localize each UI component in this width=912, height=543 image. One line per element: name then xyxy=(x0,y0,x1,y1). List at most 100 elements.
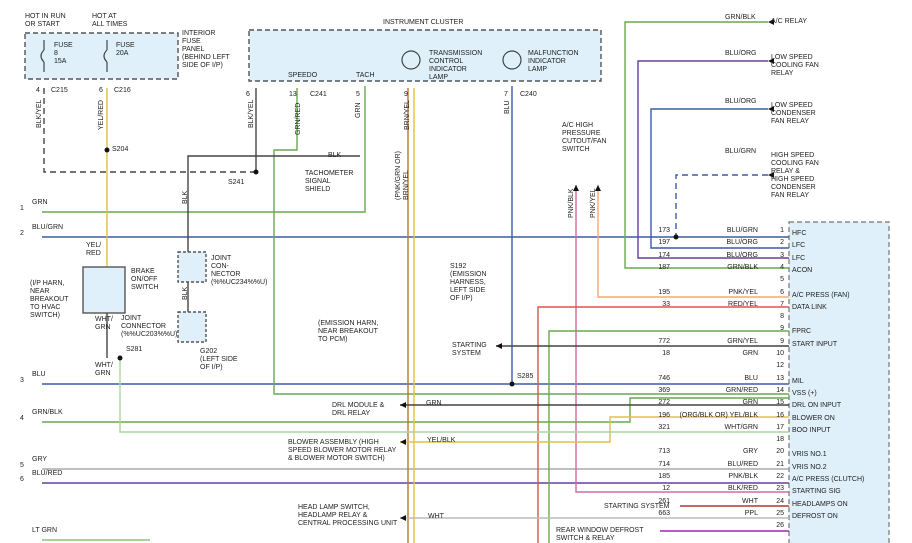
wire-pnk-blk xyxy=(575,185,789,493)
g202-label: G202 (LEFT SIDE OF I/P) xyxy=(200,348,238,371)
splice-s204 xyxy=(104,147,110,153)
connector-c215: C215 xyxy=(51,87,68,94)
pcm-function: LFC xyxy=(792,254,806,262)
wire-blk-yel-c215 xyxy=(43,88,258,173)
arrow-low-fan xyxy=(768,58,774,64)
pcm-pin-number: 3 xyxy=(780,251,784,259)
pcm-pin-number: 7 xyxy=(780,300,784,308)
pcm-wire: WHT xyxy=(742,497,758,505)
joint-connector-2-label: JOINT CONNECTOR (%%UC203%%U) xyxy=(121,315,178,338)
arrow-pnk-blk xyxy=(573,185,579,191)
pcm-wire: GRN xyxy=(742,350,758,357)
brake-switch-label: BRAKE ON/OFF SWITCH xyxy=(131,268,159,291)
relay-wire-label: GRN/BLK xyxy=(725,14,756,21)
pcm-wire: WHT/GRN xyxy=(724,423,758,431)
pcm-pin-number: 16 xyxy=(776,411,784,419)
arrow-headlamp xyxy=(400,515,406,521)
relay-label: HIGH SPEED COOLING FAN RELAY & HIGH SPEE… xyxy=(771,152,819,199)
pcm-circuit: 746 xyxy=(658,374,670,382)
pin-label: 13 xyxy=(289,91,297,98)
pcm-pin-number: 9 xyxy=(780,337,784,345)
wire-label: BRN/YEL xyxy=(404,100,411,130)
pcm-function: HFC xyxy=(792,230,807,237)
pcm-circuit: 174 xyxy=(658,251,670,259)
terminal-wire-label: GRN/BLK xyxy=(32,409,63,416)
relay-label: LOW SPEED CONDENSER FAN RELAY xyxy=(771,102,816,125)
pcm-function: VSS (+) xyxy=(792,389,817,397)
fuse-8-symbol xyxy=(40,40,45,72)
pin-label: 4 xyxy=(36,87,40,94)
arrow-blower xyxy=(400,439,406,445)
pcm-function: DRL ON INPUT xyxy=(792,402,842,410)
wire-label: BLK/YEL xyxy=(248,99,255,128)
pcm-wire: GRN/YEL xyxy=(727,337,758,345)
pcm-wire: BLU/RED xyxy=(727,460,758,468)
pin-label: 7 xyxy=(504,91,508,98)
pcm-wire: (ORG/BLK OR) YEL/BLK xyxy=(679,411,758,419)
pcm-pin-number: 15 xyxy=(776,399,784,407)
pcm-circuit: 272 xyxy=(658,399,670,407)
terminal-number: 4 xyxy=(20,415,24,422)
ac-pressure-switch-label: A/C HIGH PRESSURE CUTOUT/FAN SWITCH xyxy=(562,122,607,153)
connector-c240: C240 xyxy=(520,91,537,98)
wire-label: GRN/RED xyxy=(295,102,302,135)
speedo-label: SPEEDO xyxy=(288,72,318,79)
pcm-function: BLOWER ON xyxy=(792,414,835,422)
wire-label: GRN xyxy=(355,102,362,118)
splice-label: S204 xyxy=(112,146,129,153)
relay-label: A/C RELAY xyxy=(771,18,808,25)
pcm-wire: GRN/RED xyxy=(725,386,758,394)
terminal-wire-label: BLU xyxy=(32,371,46,378)
wire-label: PNK/YEL xyxy=(590,188,597,218)
wire-label: BLK/YEL xyxy=(36,99,43,128)
wire-label: YEL/BLK xyxy=(427,437,456,444)
terminal-number: 2 xyxy=(20,230,24,237)
pcm-wire: RED/YEL xyxy=(728,300,758,308)
pcm-circuit: 663 xyxy=(658,509,670,517)
pcm-function: A/C PRESS (FAN) xyxy=(792,291,850,299)
relay-wire-label: BLU/ORG xyxy=(725,98,757,105)
interior-fuse-panel-label: INTERIOR FUSE PANEL (BEHIND LEFT SIDE OF… xyxy=(182,30,230,69)
pcm-pin-number: 12 xyxy=(776,362,784,370)
pcm-circuit: 197 xyxy=(658,239,670,247)
arrow-high-fan xyxy=(768,172,774,178)
fuse-panel-box xyxy=(24,32,179,80)
fuse-8-label: FUSE 8 15A xyxy=(54,42,73,65)
pcm-circuit: 185 xyxy=(658,473,670,480)
pcm-circuit: 12 xyxy=(662,485,670,493)
pcm-function: DEFROST ON xyxy=(792,512,838,520)
pcm-circuit: 713 xyxy=(658,448,670,456)
pcm-function: STARTING SIG xyxy=(792,488,841,496)
wire-label: WHT/ GRN xyxy=(95,316,113,331)
pcm-function: LFC xyxy=(792,242,806,250)
pcm-pin-number: 21 xyxy=(776,460,784,468)
wire-label: GRN xyxy=(426,400,442,407)
connector-c216: C216 xyxy=(114,87,131,94)
pcm-pin-number: 8 xyxy=(780,313,784,321)
instrument-cluster-box xyxy=(248,29,602,82)
pcm-circuit: 321 xyxy=(658,423,670,431)
starting-system-2-label: STARTING SYSTEM xyxy=(604,503,670,510)
tcil-label: TRANSMISSION CONTROL INDICATOR LAMP xyxy=(429,50,483,81)
tcil-lamp-symbol xyxy=(401,50,421,70)
joint-connector-1-box xyxy=(177,251,207,283)
relay-wire-label: BLU/ORG xyxy=(725,50,757,57)
wire-label: YEL/RED xyxy=(98,100,105,130)
pcm-wire: GRN/BLK xyxy=(727,263,758,271)
pcm-circuit: 196 xyxy=(658,411,670,419)
pcm-pin-number: 23 xyxy=(776,485,784,493)
arrow-starting-system xyxy=(496,343,502,349)
pcm-circuit: 173 xyxy=(658,227,670,234)
pcm-pin-number: 18 xyxy=(776,436,784,444)
pcm-function: HEADLAMPS ON xyxy=(792,500,848,508)
pcm-circuit: 187 xyxy=(658,263,670,271)
terminal-wire-label: GRN xyxy=(32,199,48,206)
splice-s285 xyxy=(509,381,515,387)
wire-label: BLK xyxy=(328,152,342,159)
arrow-pnk-yel xyxy=(595,185,601,191)
wire-red-yel xyxy=(537,306,789,543)
wire-label: (PNK/GRN OR) BRN/YEL xyxy=(395,151,410,200)
pcm-wire: BLK/RED xyxy=(728,485,758,493)
pcm-function: FPRC xyxy=(792,328,812,336)
